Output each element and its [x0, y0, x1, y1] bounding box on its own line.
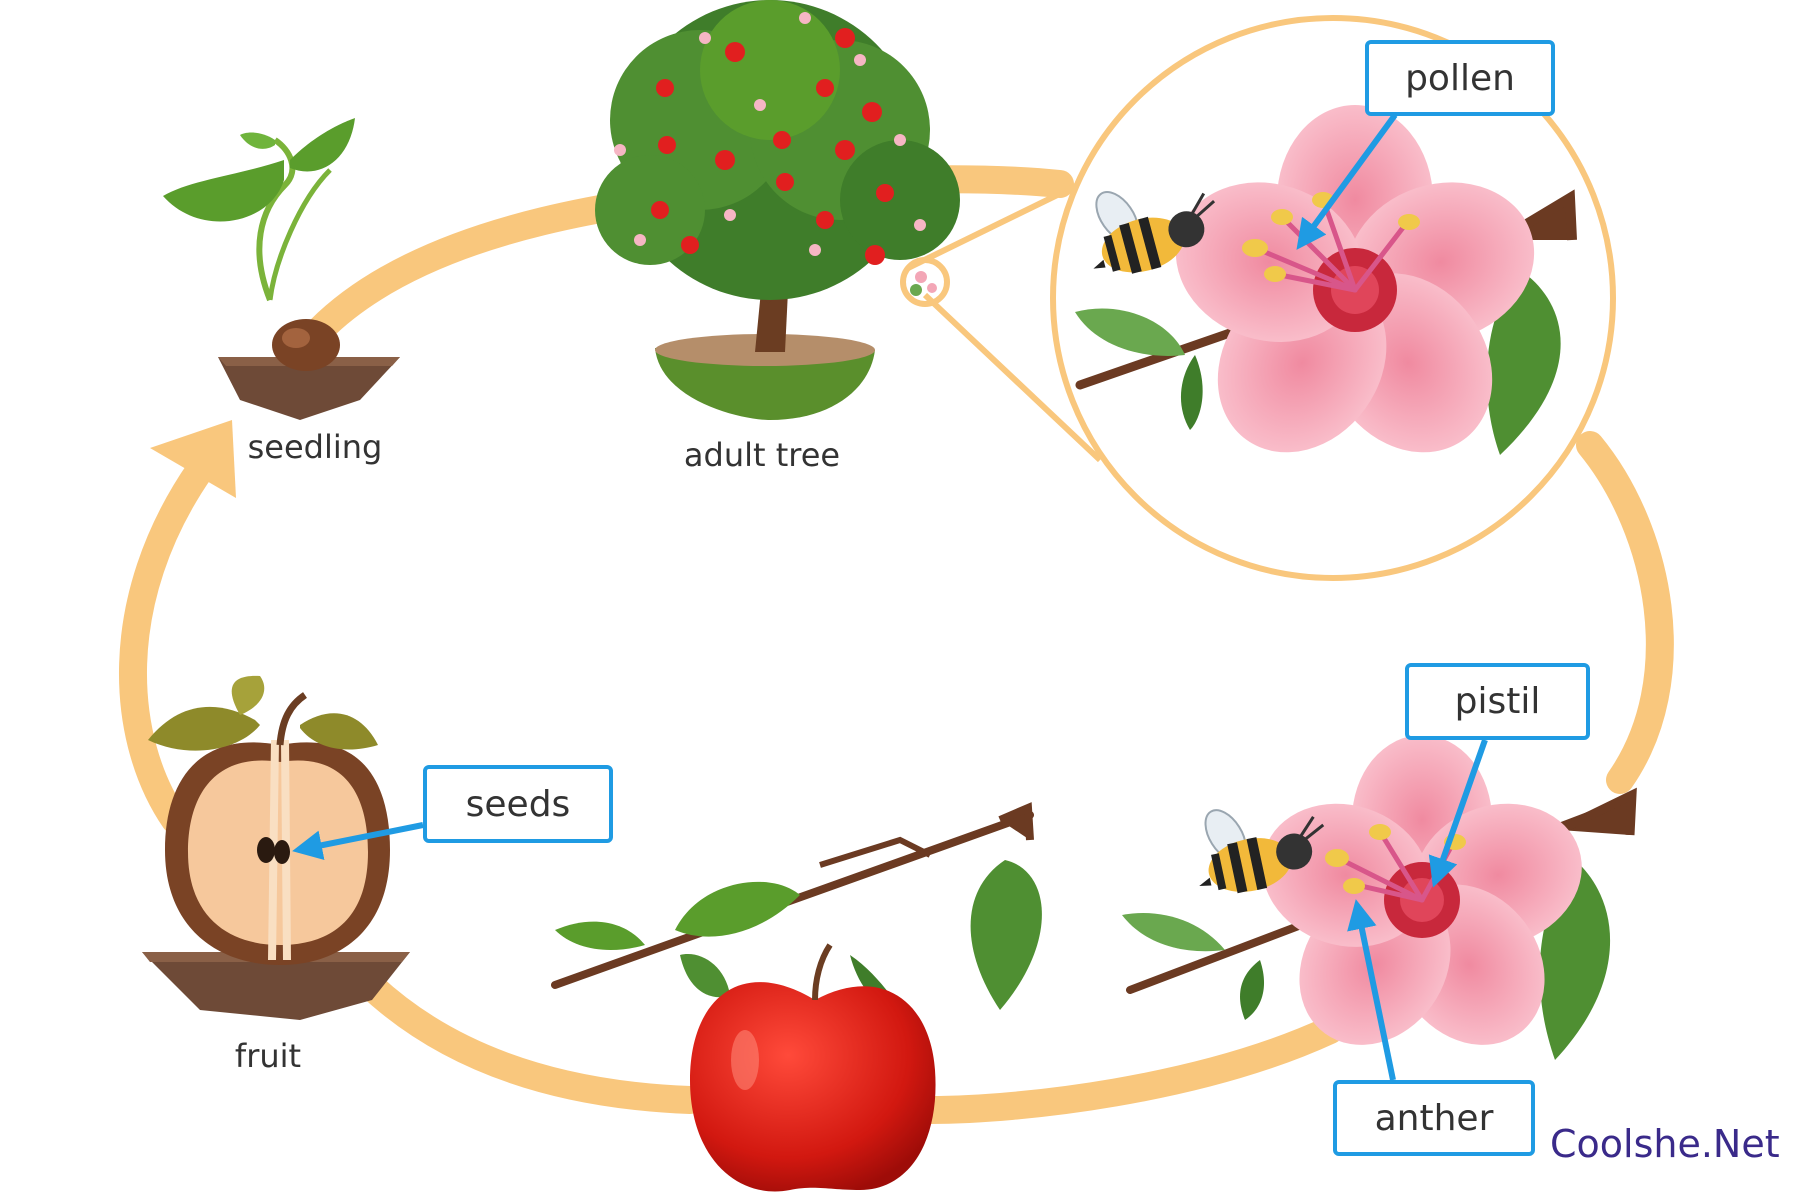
adult-tree-illustration [595, 0, 960, 420]
apple-fruit-illustration [551, 802, 1042, 1192]
watermark-text: Coolshe.Net [1550, 1122, 1780, 1166]
callout-pointers [292, 113, 1488, 1081]
cut-fruit-illustration [142, 675, 410, 1020]
pollen-pointer [1296, 113, 1398, 250]
pistil-pointer [1428, 739, 1488, 888]
zoom-source-blossom [910, 271, 937, 296]
pollination-flower-illustration [1122, 735, 1637, 1060]
fruit-label: fruit [234, 1037, 302, 1075]
seeds-callout: seeds [423, 765, 613, 843]
anther-callout: anther [1333, 1080, 1535, 1156]
anther-pointer [1347, 899, 1396, 1081]
bee-icon [1199, 809, 1325, 894]
adult-tree-label: adult tree [683, 436, 841, 474]
zoom-connector [906, 177, 1103, 463]
bee-icon [1093, 191, 1216, 274]
pollen-callout: pollen [1365, 40, 1555, 116]
seedling-label: seedling [247, 428, 383, 466]
zoom-source-circle [900, 257, 950, 307]
seeds-pointer [292, 822, 424, 861]
cycle-arrowhead [150, 420, 236, 498]
seedling-illustration [163, 118, 400, 420]
pistil-callout: pistil [1405, 663, 1590, 740]
